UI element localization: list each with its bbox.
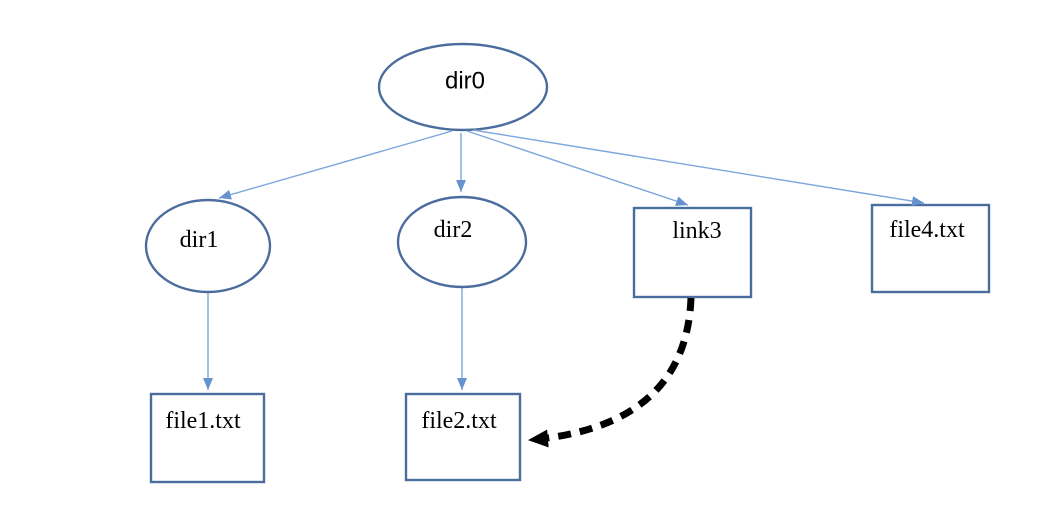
node-dir0 — [377, 42, 549, 132]
node-dir0-label: dir0 — [445, 68, 485, 95]
node-file1 — [149, 392, 266, 484]
node-dir2 — [396, 195, 528, 289]
node-file4 — [870, 203, 991, 294]
node-link3-label: link3 — [672, 218, 721, 244]
node-dir1-label: dir1 — [180, 227, 219, 253]
edge-dir0-file4 — [472, 129, 925, 207]
node-dir2-label: dir2 — [434, 217, 473, 243]
symlink-edge-link3-file2 — [528, 297, 695, 448]
node-dir1 — [144, 198, 272, 294]
node-link3 — [632, 206, 753, 299]
node-file2 — [404, 392, 522, 482]
edge-dir0-dir1 — [218, 130, 453, 200]
node-file2-label: file2.txt — [421, 408, 497, 434]
node-file4-label: file4.txt — [889, 217, 965, 243]
edge-dir0-link3 — [466, 130, 689, 206]
node-file1-label: file1.txt — [165, 408, 241, 434]
